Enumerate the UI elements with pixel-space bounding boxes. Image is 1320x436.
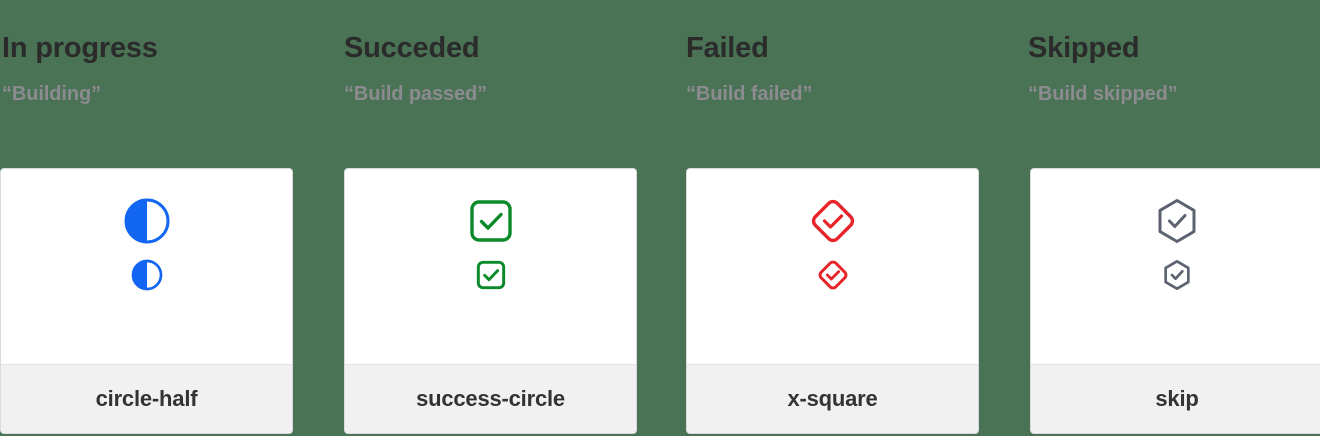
column-header: Skipped “Build skipped” [1026,0,1320,105]
icon-card-footer: x-square [687,364,978,433]
column-subtitle: “Build skipped” [1028,83,1178,105]
icon-card-preview [345,169,636,364]
status-column-succeded: Succeded “Build passed” [342,0,684,436]
column-header: In progress “Building” [0,0,342,105]
icon-card-preview [1031,169,1320,364]
x-square-icon-small [817,259,849,291]
icon-card-footer: skip [1031,364,1320,433]
skip-icon-small [1161,259,1193,291]
status-column-skipped: Skipped “Build skipped” [1026,0,1320,436]
column-title: In progress [2,32,158,64]
icon-card-preview [687,169,978,364]
skip-icon-large [1153,197,1201,245]
success-circle-icon-large [467,197,515,245]
circle-half-icon-large [123,197,171,245]
icon-card-footer: success-circle [345,364,636,433]
icon-name-label: x-square [787,386,878,411]
circle-half-icon-small [131,259,163,291]
column-header: Failed “Build failed” [684,0,1026,105]
icon-card-footer: circle-half [1,364,292,433]
icon-card-circle-half[interactable]: circle-half [0,168,293,434]
column-header: Succeded “Build passed” [342,0,684,105]
column-subtitle: “Building” [2,83,101,105]
icon-card-x-square[interactable]: x-square [686,168,979,434]
column-title: Succeded [344,32,480,64]
icon-name-label: success-circle [416,386,565,411]
icon-name-label: skip [1155,386,1199,411]
icon-card-skip[interactable]: skip [1030,168,1320,434]
success-circle-icon-small [475,259,507,291]
column-title: Skipped [1028,32,1140,64]
icon-name-label: circle-half [95,386,198,411]
status-column-in-progress: In progress “Building” [0,0,342,436]
column-subtitle: “Build failed” [686,83,813,105]
icon-card-success-circle[interactable]: success-circle [344,168,637,434]
x-square-icon-large [809,197,857,245]
column-title: Failed [686,32,769,64]
status-column-failed: Failed “Build failed” [684,0,1026,436]
column-subtitle: “Build passed” [344,83,488,105]
icon-card-preview [1,169,292,364]
